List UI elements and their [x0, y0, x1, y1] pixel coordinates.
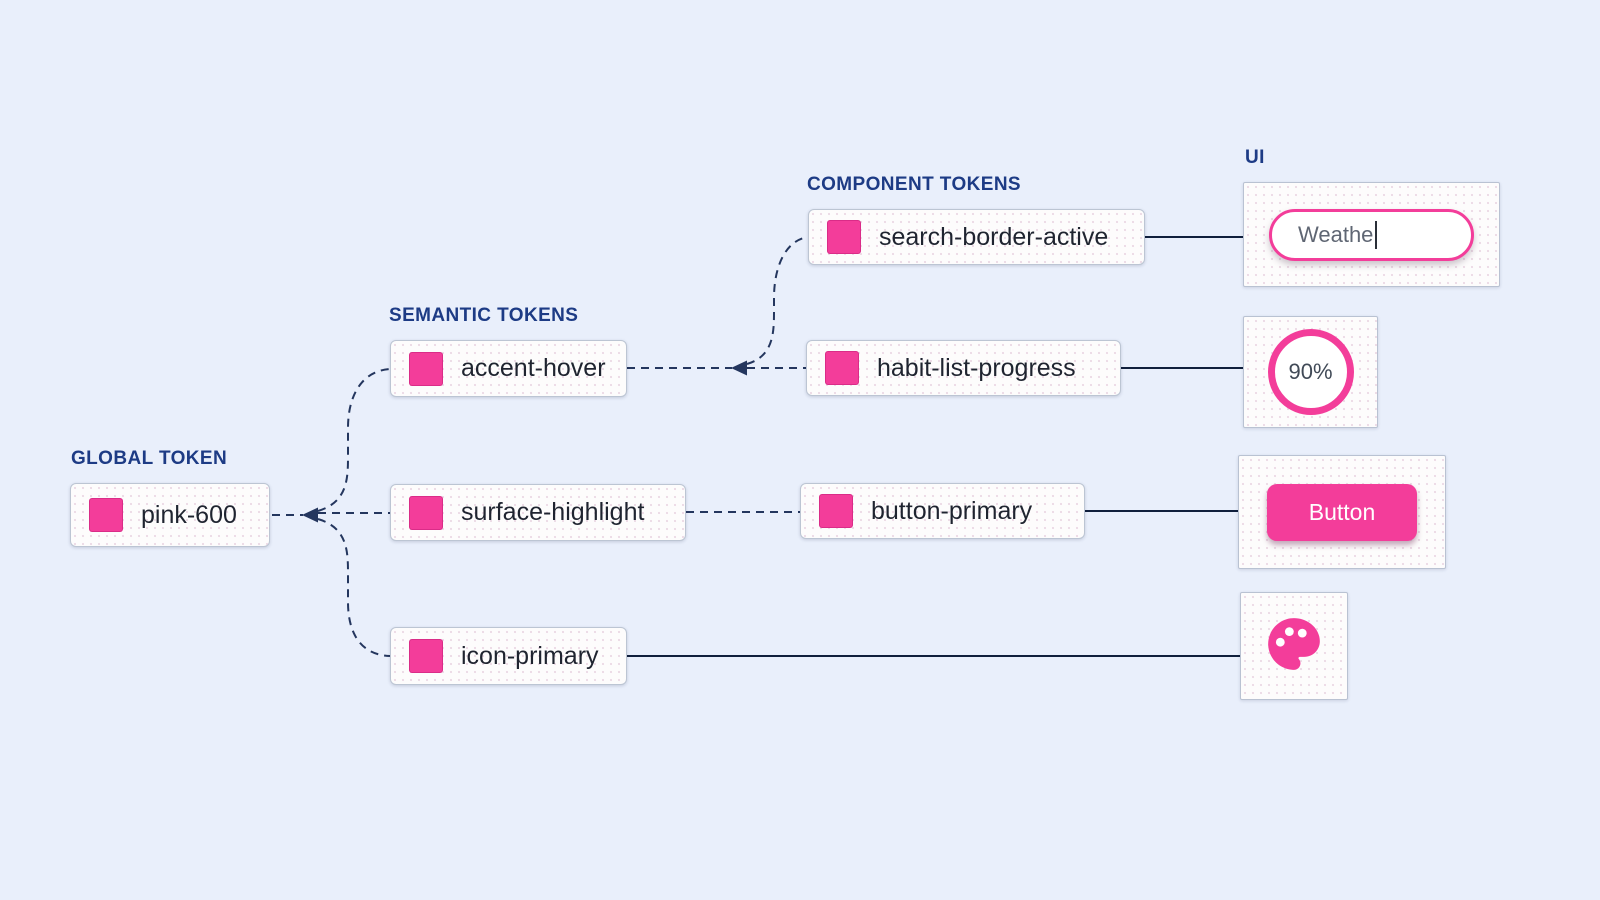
edge-junction-icon-primary [317, 518, 391, 657]
token-chip-accent-hover: accent-hover [390, 340, 627, 397]
header-global-token: GLOBAL TOKEN [71, 448, 228, 469]
ui-card-palette [1240, 592, 1348, 700]
color-swatch [409, 639, 443, 673]
ui-card-search: Weathe [1243, 182, 1500, 287]
token-chip-search-border-active: search-border-active [808, 209, 1145, 265]
token-label: icon-primary [461, 641, 599, 670]
token-label: accent-hover [461, 354, 606, 382]
search-input[interactable]: Weathe [1269, 208, 1474, 261]
token-label: surface-highlight [461, 498, 645, 526]
token-label: search-border-active [879, 222, 1109, 251]
token-chip-surface-highlight: surface-highlight [390, 484, 686, 541]
token-label: habit-list-progress [877, 353, 1076, 382]
progress-ring: 90% [1267, 329, 1354, 415]
token-chip-habit-list-progress: habit-list-progress [806, 340, 1121, 396]
token-chip-pink-600: pink-600 [70, 483, 270, 547]
color-swatch [409, 351, 443, 386]
edge-junction2-search-border [746, 236, 809, 365]
ui-card-progress: 90% [1243, 316, 1378, 428]
token-label: pink-600 [141, 500, 237, 529]
color-swatch [409, 495, 443, 530]
header-component-tokens: COMPONENT TOKENS [807, 174, 1022, 195]
color-swatch [827, 220, 861, 254]
edge-junction-accent-hover [317, 368, 391, 512]
token-label: button-primary [871, 496, 1033, 525]
token-chip-icon-primary: icon-primary [390, 627, 627, 685]
palette-icon [1263, 613, 1325, 680]
header-semantic-tokens: SEMANTIC TOKENS [389, 305, 579, 326]
ui-card-button: Button [1238, 455, 1446, 569]
primary-button[interactable]: Button [1267, 483, 1417, 541]
text-caret [1375, 220, 1378, 249]
progress-value: 90% [1288, 359, 1333, 384]
color-swatch [825, 351, 859, 385]
header-ui: UI [1245, 147, 1265, 168]
search-input-value: Weathe [1298, 221, 1374, 247]
arrowhead-left-1 [302, 507, 318, 523]
token-chip-button-primary: button-primary [800, 483, 1085, 539]
color-swatch [819, 494, 853, 528]
color-swatch [89, 498, 123, 532]
arrowhead-left-2 [731, 360, 747, 376]
